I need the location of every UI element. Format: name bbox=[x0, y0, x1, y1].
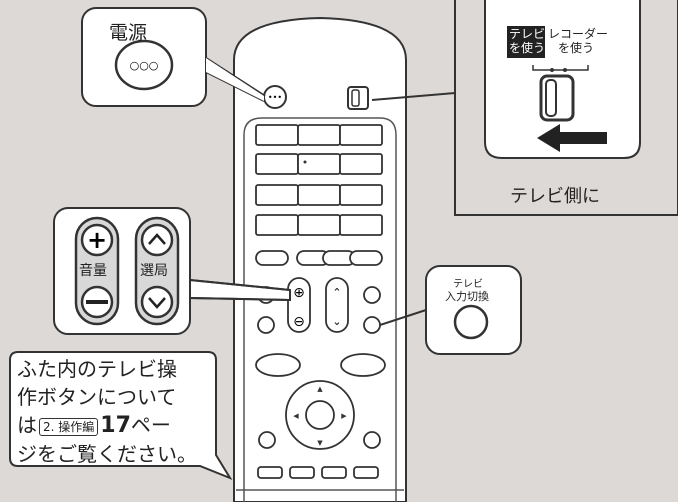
svg-text:•••: ••• bbox=[268, 93, 282, 102]
note-line-2: 作ボタンについて bbox=[17, 385, 177, 409]
channel-up-icon bbox=[140, 223, 174, 257]
svg-text:▼: ▼ bbox=[317, 439, 323, 447]
slide-left-arrow-icon bbox=[537, 124, 607, 152]
input-label-2: 入力切換 bbox=[445, 290, 489, 303]
svg-text:⌃: ⌃ bbox=[332, 286, 341, 299]
svg-text:+: + bbox=[87, 226, 107, 254]
note-bubble bbox=[9, 351, 233, 481]
channel-label: 選局 bbox=[140, 263, 168, 279]
note-line-4: ジをご覧ください。 bbox=[17, 442, 197, 466]
tv-mode-badge bbox=[507, 26, 545, 58]
svg-text:⌄: ⌄ bbox=[332, 315, 341, 328]
tv-mode-label-1: テレビ bbox=[509, 27, 546, 41]
power-label: 電源 bbox=[109, 22, 148, 44]
recorder-mode-label-1: レコーダー bbox=[548, 27, 609, 41]
svg-text:◀: ◀ bbox=[293, 412, 299, 420]
recorder-mode-label-2: を使う bbox=[558, 41, 595, 55]
svg-text:▲: ▲ bbox=[317, 385, 323, 393]
volume-label: 音量 bbox=[79, 263, 107, 279]
svg-text:○○○: ○○○ bbox=[130, 59, 159, 72]
tv-mode-label-2: を使う bbox=[509, 41, 546, 55]
callout-input-button bbox=[453, 304, 489, 340]
switch-caption: テレビ側に bbox=[510, 186, 600, 207]
svg-text:⊕: ⊕ bbox=[293, 285, 305, 301]
svg-text:⊖: ⊖ bbox=[293, 314, 305, 330]
volume-up-icon bbox=[80, 223, 114, 257]
note-line-3-prefix: は bbox=[17, 413, 37, 437]
svg-text:▶: ▶ bbox=[341, 412, 347, 420]
input-label-1: テレビ bbox=[453, 279, 483, 290]
note-line-3-suffix: ペー bbox=[130, 413, 171, 437]
page-number: 17 bbox=[100, 413, 131, 438]
callout-power-button bbox=[114, 39, 174, 91]
note-line-1: ふた内のテレビ操 bbox=[17, 357, 177, 381]
channel-down-icon bbox=[140, 285, 174, 319]
manual-ref-badge: 2. 操作編 bbox=[39, 417, 99, 436]
